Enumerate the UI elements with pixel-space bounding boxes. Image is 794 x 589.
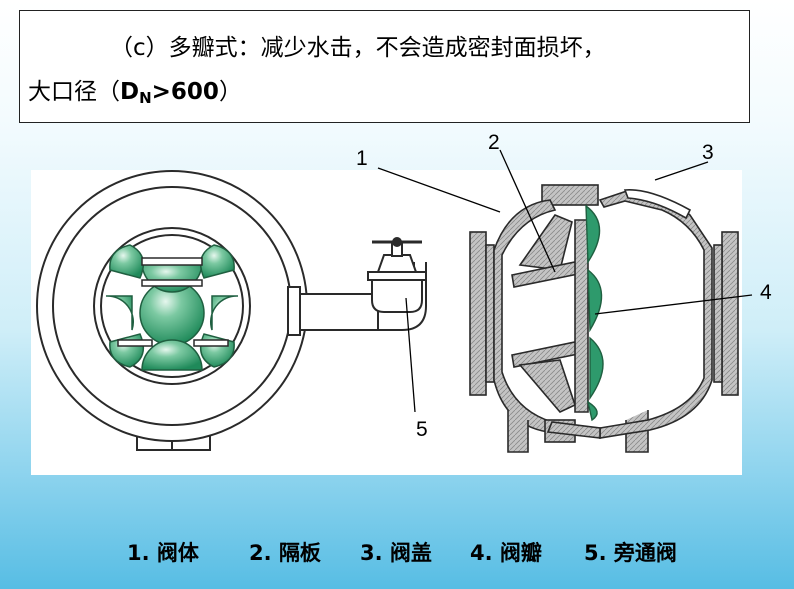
title-line-2-suffix: ） (218, 79, 242, 105)
legend-item-bypass-valve: 5. 旁通阀 (584, 541, 677, 565)
legend-item-valve-body: 1. 阀体 (127, 541, 199, 565)
callout-3: 3 (702, 141, 714, 164)
dn-symbol: D (120, 79, 140, 105)
dn-value: >600 (151, 79, 219, 105)
legend-item-cover: 3. 阀盖 (360, 541, 432, 565)
front-view (36, 170, 427, 451)
title-line-2-prefix: 大口径（ (28, 79, 120, 105)
title-line-1: （c）多瓣式：减少水击，不会造成密封面损坏， (110, 35, 606, 61)
callout-2: 2 (488, 131, 500, 154)
leader-lines (377, 149, 753, 413)
front-view-clips (117, 257, 229, 347)
legend-item-disc: 4. 阀瓣 (470, 541, 542, 565)
section-view (469, 184, 739, 453)
dn-subscript: N (139, 89, 152, 107)
callout-1: 1 (356, 147, 368, 170)
legend-item-partition: 2. 隔板 (249, 541, 321, 565)
title-box: （c）多瓣式：减少水击，不会造成密封面损坏， 大口径（DN>600） (19, 10, 750, 123)
title-line-2: 大口径（DN>600） (28, 72, 242, 107)
callout-5: 5 (416, 418, 428, 441)
callout-4: 4 (760, 281, 772, 304)
section-discs (585, 204, 604, 422)
